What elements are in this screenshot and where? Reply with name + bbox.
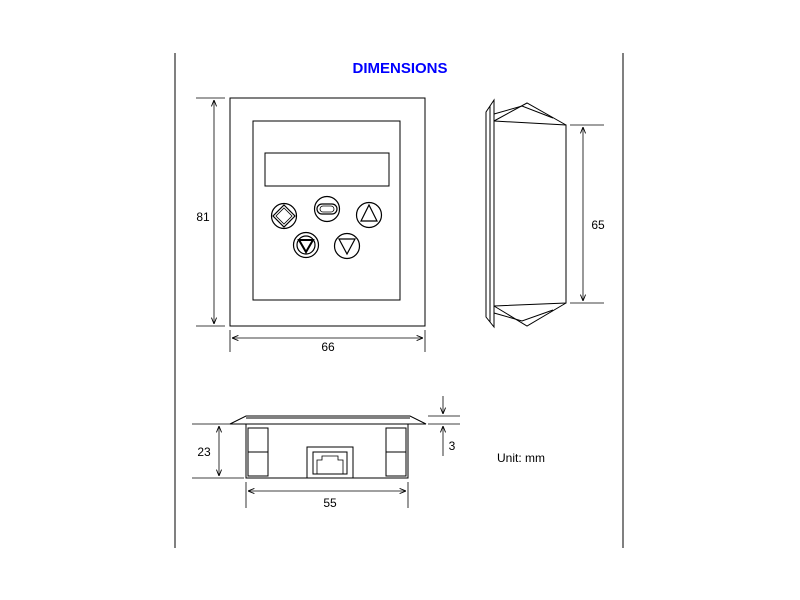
diamond-left-right-icon <box>270 202 298 230</box>
bottom-width-dimension <box>245 482 409 508</box>
front-width-dimension <box>229 330 426 352</box>
front-height-label: 81 <box>196 210 210 224</box>
side-view: 65 <box>485 98 605 329</box>
bezel-thickness-label: 3 <box>449 439 456 453</box>
page-title: DIMENSIONS <box>352 60 447 77</box>
rj-connector-icon <box>306 446 354 479</box>
triangle-down-icon <box>333 232 361 260</box>
bottom-height-dimension <box>192 423 244 479</box>
bottom-height-label: 23 <box>197 445 211 459</box>
triangle-up-icon <box>355 201 383 229</box>
circle-triangle-down-icon <box>292 231 320 259</box>
front-view: 81 66 <box>196 97 426 354</box>
oval-enter-icon <box>313 195 341 223</box>
front-outer-frame <box>229 97 426 327</box>
front-width-label: 66 <box>321 340 335 354</box>
front-inner-panel <box>252 120 401 301</box>
front-height-dimension <box>196 97 225 327</box>
side-height-dimension <box>570 124 604 304</box>
unit-label: Unit: mm <box>497 451 545 465</box>
bottom-view: 23 55 3 <box>192 396 460 510</box>
bottom-width-label: 55 <box>323 496 337 510</box>
side-height-label: 65 <box>591 218 605 232</box>
bezel-thickness-dimension <box>428 396 460 456</box>
lcd-display <box>264 152 390 187</box>
